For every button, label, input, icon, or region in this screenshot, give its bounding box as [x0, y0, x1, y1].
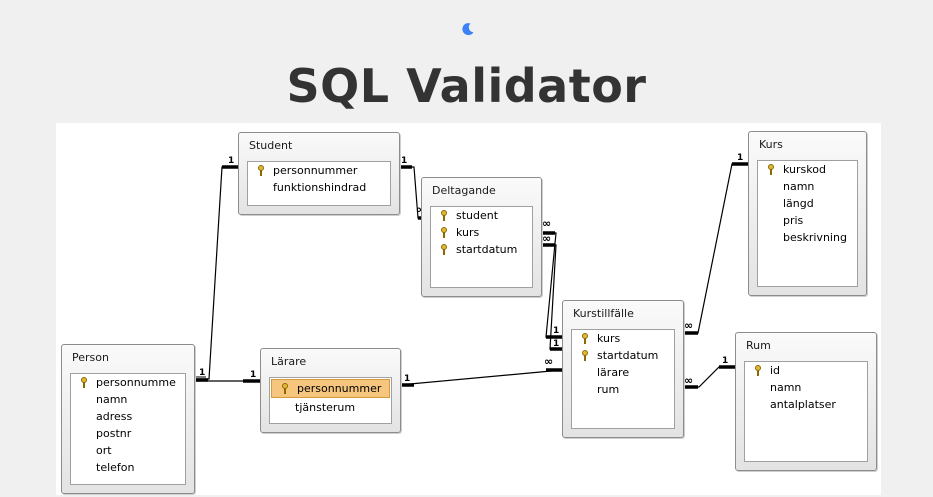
key-icon — [768, 164, 774, 175]
page-title: SQL Validator — [286, 59, 647, 113]
field-row[interactable]: ort — [96, 444, 112, 457]
field-row[interactable]: postnr — [96, 427, 132, 440]
theme-toggle-button[interactable] — [458, 19, 478, 39]
moon-icon — [462, 23, 474, 36]
key-icon — [755, 365, 761, 376]
field-row[interactable]: adress — [96, 410, 133, 423]
key-icon — [441, 227, 447, 238]
table-title: Student — [249, 139, 293, 152]
cardinality-label: 1 — [737, 153, 743, 163]
cardinality-label: ∞ — [544, 355, 553, 368]
field-list: id namn antalplatser — [744, 361, 868, 462]
table-person[interactable]: Person personnumme namn adress postnr or… — [61, 344, 195, 494]
table-title: Deltagande — [432, 184, 496, 197]
field-row[interactable]: namn — [96, 393, 128, 406]
table-title: Person — [72, 351, 109, 364]
cardinality-label: ∞ — [542, 232, 551, 245]
field-row[interactable]: beskrivning — [783, 231, 847, 244]
field-list: personnumme namn adress postnr ort telef… — [70, 373, 186, 485]
key-icon — [582, 350, 588, 361]
cardinality-label: ∞ — [416, 203, 425, 216]
cardinality-label: ∞ — [542, 217, 551, 230]
field-row[interactable]: telefon — [96, 461, 135, 474]
relationship-diagram: 1 1 1 1 ∞ 1 ∞ ∞ ∞ 1 1 1 ∞ 1 ∞ Student pe… — [56, 123, 881, 495]
table-kurs[interactable]: Kurs kurskod namn längd pris beskrivning — [748, 131, 867, 296]
field-row[interactable]: namn — [770, 381, 802, 394]
table-title: Kurs — [759, 138, 783, 151]
relationship-kurs-kurstillfalle — [682, 163, 748, 334]
table-student[interactable]: Student personnummer funktionshindrad — [238, 132, 400, 215]
table-deltagande[interactable]: Deltagande student kurs startdatum — [421, 177, 542, 297]
cardinality-label: 1 — [199, 368, 205, 378]
key-icon — [582, 333, 588, 344]
field-list: kurskod namn längd pris beskrivning — [757, 160, 858, 287]
field-row[interactable]: id — [745, 362, 867, 379]
field-row[interactable]: funktionshindrad — [273, 181, 367, 194]
field-list: kurs startdatum lärare rum — [571, 329, 675, 429]
field-list: student kurs startdatum — [430, 206, 533, 288]
cardinality-label: 1 — [404, 374, 410, 384]
key-icon — [258, 165, 264, 176]
key-icon — [81, 377, 87, 388]
field-row-selected[interactable]: personnummer — [271, 379, 390, 398]
field-row[interactable]: tjänsterum — [295, 401, 356, 414]
field-row[interactable]: startdatum — [572, 347, 674, 364]
cardinality-label: 1 — [401, 156, 407, 166]
table-rum[interactable]: Rum id namn antalplatser — [735, 332, 877, 471]
table-larare[interactable]: Lärare personnummer tjänsterum — [260, 348, 401, 433]
table-title: Lärare — [271, 355, 307, 368]
cardinality-label: ∞ — [684, 374, 693, 387]
field-row[interactable]: kurskod — [758, 161, 857, 178]
field-row[interactable]: kurs — [572, 330, 674, 347]
key-icon — [441, 244, 447, 255]
field-row[interactable]: student — [431, 207, 532, 224]
field-row[interactable]: lärare — [597, 366, 630, 379]
table-kurstillfalle[interactable]: Kurstillfälle kurs startdatum lärare rum — [562, 300, 684, 438]
field-row[interactable]: personnummer — [248, 162, 390, 179]
cardinality-label: 1 — [553, 339, 559, 349]
field-list: personnummer tjänsterum — [269, 377, 392, 424]
field-row[interactable]: startdatum — [431, 241, 532, 258]
key-icon — [441, 210, 447, 221]
field-row[interactable]: kurs — [431, 224, 532, 241]
field-row[interactable]: antalplatser — [770, 398, 836, 411]
cardinality-label: ∞ — [684, 319, 693, 332]
cardinality-label: 1 — [553, 326, 559, 336]
relationship-person-student — [193, 166, 238, 380]
field-row[interactable]: pris — [783, 214, 804, 227]
key-icon — [282, 383, 288, 394]
table-title: Kurstillfälle — [573, 307, 634, 320]
field-row[interactable]: namn — [783, 180, 815, 193]
cardinality-label: 1 — [250, 370, 256, 380]
field-row[interactable]: längd — [783, 197, 814, 210]
field-list: personnummer funktionshindrad — [247, 161, 391, 206]
field-row[interactable]: rum — [597, 383, 620, 396]
cardinality-label: 1 — [228, 156, 234, 166]
field-row[interactable]: personnumme — [71, 374, 185, 391]
table-title: Rum — [746, 339, 771, 352]
relationship-lines: 1 1 1 1 ∞ 1 ∞ ∞ ∞ 1 1 1 ∞ 1 ∞ — [193, 153, 748, 389]
relationship-larare-kurstillfalle — [398, 369, 563, 386]
cardinality-label: 1 — [722, 356, 728, 366]
